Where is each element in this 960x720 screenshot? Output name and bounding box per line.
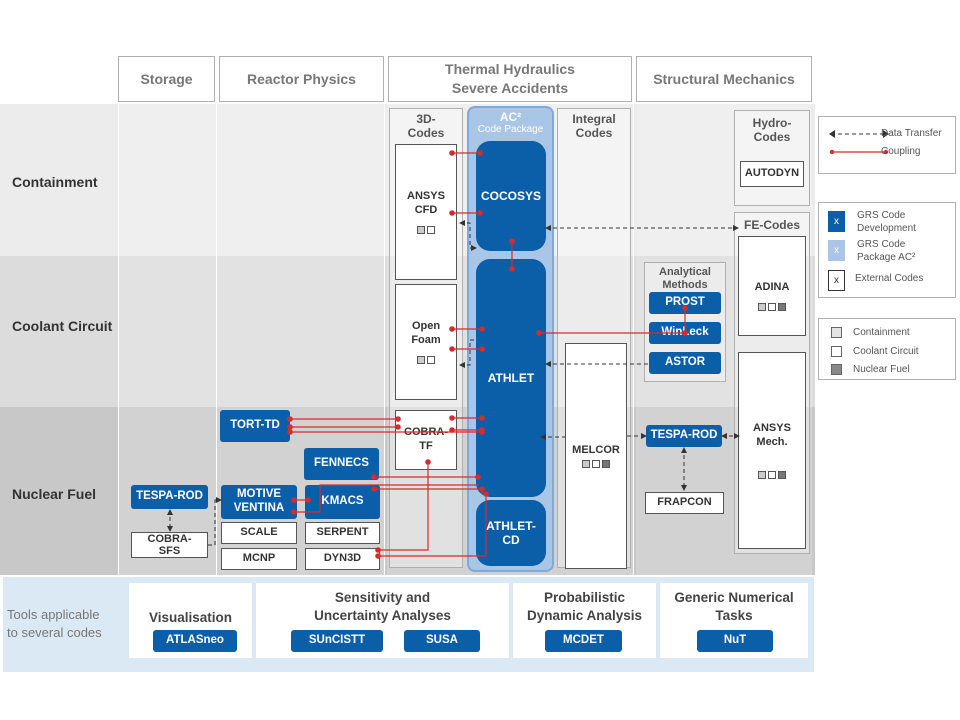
row-label-fuel: Nuclear Fuel xyxy=(12,486,97,502)
header-storage: Storage xyxy=(118,56,215,102)
code-adina[interactable]: ADINA xyxy=(738,236,806,336)
tools-visualisation-title: Visualisation xyxy=(148,610,233,625)
code-frapcon[interactable]: FRAPCON xyxy=(645,492,724,514)
code-tespa-rod-struct[interactable]: TESPA-ROD xyxy=(646,425,722,447)
subcol-fe-title: FE-Codes xyxy=(743,218,800,232)
domain-markers xyxy=(582,459,610,468)
tool-nut[interactable]: NuT xyxy=(697,630,773,652)
code-athlet[interactable]: ATHLET xyxy=(476,259,546,497)
code-prost[interactable]: PROST xyxy=(649,292,721,314)
legend-external-swatch: x xyxy=(828,270,845,291)
legend-fuel-swatch xyxy=(831,364,842,375)
coupling-line-icon xyxy=(829,149,889,155)
code-autodyn[interactable]: AUTODYN xyxy=(740,161,804,187)
code-cocosys[interactable]: COCOSYS xyxy=(476,141,546,251)
header-reactor-physics: Reactor Physics xyxy=(219,56,384,102)
code-fennecs[interactable]: FENNECS xyxy=(304,448,379,480)
domain-markers xyxy=(417,225,435,234)
code-tort-td[interactable]: TORT-TD xyxy=(220,410,290,442)
tool-atlasneo[interactable]: ATLASneo xyxy=(153,630,237,652)
legend-external-label: External Codes xyxy=(855,273,924,284)
data-transfer-line-icon xyxy=(829,130,889,138)
code-astor[interactable]: ASTOR xyxy=(649,352,721,374)
subcol-hydro-codes xyxy=(734,110,810,206)
code-cobra-tf[interactable]: COBRA-TF xyxy=(395,410,457,470)
legend-connections: Data Transfer Coupling xyxy=(818,116,956,174)
code-cobra-sfs[interactable]: COBRA-SFS xyxy=(131,532,208,558)
legend-grs-pkg-swatch: x xyxy=(828,240,845,261)
code-athlet-cd[interactable]: ATHLET-CD xyxy=(476,500,546,566)
legend-data-transfer-label: Data Transfer xyxy=(881,128,942,139)
code-serpent[interactable]: SERPENT xyxy=(305,522,380,544)
domain-markers xyxy=(417,355,435,364)
code-scale[interactable]: SCALE xyxy=(221,522,297,544)
legend-containment-label: Containment xyxy=(853,327,910,338)
legend-coupling-label: Coupling xyxy=(881,146,921,157)
legend-domains: Containment Coolant Circuit Nuclear Fuel xyxy=(818,318,956,380)
code-dyn3d[interactable]: DYN3D xyxy=(305,548,380,570)
code-melcor[interactable]: MELCOR xyxy=(565,343,627,569)
legend-containment-swatch xyxy=(831,327,842,338)
legend-fuel-label: Nuclear Fuel xyxy=(853,364,910,375)
tool-mcdet[interactable]: MCDET xyxy=(545,630,622,652)
domain-markers xyxy=(758,471,786,480)
row-label-containment: Containment xyxy=(12,174,98,190)
legend-coolant-label: Coolant Circuit xyxy=(853,346,919,357)
tool-suncistt[interactable]: SUnCISTT xyxy=(291,630,383,652)
legend-grs-dev-swatch: x xyxy=(828,211,845,232)
header-structural-mechanics: Structural Mechanics xyxy=(636,56,812,102)
code-kmacs[interactable]: KMACS xyxy=(305,485,380,519)
tool-susa[interactable]: SUSA xyxy=(404,630,480,652)
subcol-hydro-title: Hydro-Codes xyxy=(752,116,792,145)
code-tespa-rod-storage[interactable]: TESPA-ROD xyxy=(131,485,208,509)
domain-markers xyxy=(758,302,786,311)
row-label-coolant: Coolant Circuit xyxy=(12,318,113,334)
code-mcnp[interactable]: MCNP xyxy=(221,548,297,570)
code-winleck[interactable]: WinLeck xyxy=(649,322,721,344)
subcol-3d-title: 3D-Codes xyxy=(407,112,445,141)
legend-coolant-swatch xyxy=(831,346,842,357)
